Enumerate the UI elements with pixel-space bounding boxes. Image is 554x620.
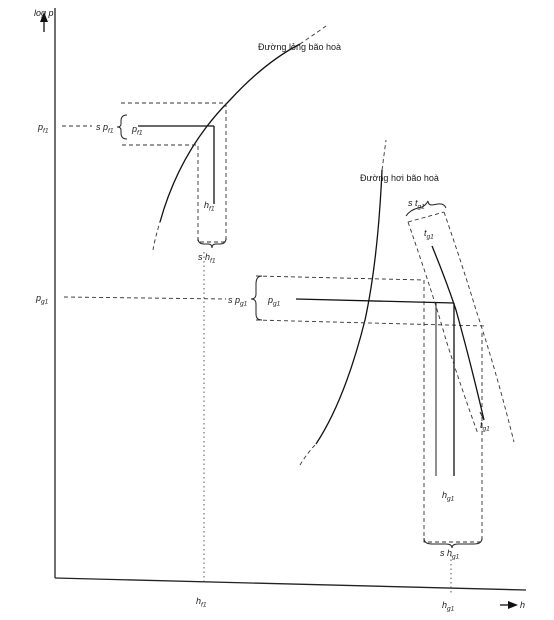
liquid-point-group — [62, 102, 227, 582]
x-axis — [54, 577, 527, 591]
saturated-liquid-curve-lower-dash — [152, 221, 161, 251]
symbol-labels: pf1 s pf1 pf1 hf1 s hf1 hf1 pg1 s pg1 pg… — [35, 122, 490, 613]
x-axis-arrow-icon — [508, 601, 518, 609]
vapor-point-group — [63, 200, 515, 595]
sh-g1-brace — [423, 537, 483, 549]
st-g1-band-top — [407, 211, 445, 223]
t-g1-top-label: tg1 — [424, 228, 434, 241]
sp-f1-label: s pf1 — [96, 122, 114, 135]
y-axis-arrow-icon — [40, 12, 48, 22]
sp-f1-box-top — [121, 102, 227, 243]
t-g1-line — [431, 245, 485, 421]
saturated-liquid-label: Đường lỏng bão hoà — [258, 42, 341, 52]
p-f1-box-label: pf1 — [131, 124, 143, 137]
sp-g1-box-bottom — [255, 319, 487, 327]
saturated-vapor-curve-upper-dash — [381, 139, 387, 171]
saturated-liquid-curve-line — [159, 43, 301, 223]
p-f1-axis-label: pf1 — [37, 122, 49, 135]
t-g1-end-tick — [479, 411, 485, 421]
p-g1-axis-label: pg1 — [35, 293, 49, 306]
st-g1-label: s tg1 — [408, 198, 425, 211]
sp-g1-box — [255, 275, 425, 281]
h-g1-box-label: hg1 — [442, 490, 455, 503]
saturated-liquid-curve-upper-dash — [299, 25, 327, 45]
y-axis-label: log p — [34, 8, 54, 18]
st-g1-band-right — [443, 211, 515, 443]
saturated-vapor-curve: Đường hơi bão hoà — [299, 139, 439, 466]
sp-f1-brace — [116, 114, 128, 140]
h-f1-box-label: hf1 — [204, 200, 215, 213]
sp-g1-brace — [250, 275, 263, 321]
sp-g1-label: s pg1 — [228, 295, 248, 308]
st-g1-brace — [405, 200, 447, 217]
p-g1-guide-line — [63, 296, 227, 300]
h-g1-axis-label: hg1 — [442, 600, 455, 613]
sh-f1-brace — [197, 237, 227, 249]
p-g1-line — [295, 298, 455, 304]
saturated-vapor-label: Đường hơi bão hoà — [360, 173, 439, 183]
p-g1-box-label: pg1 — [267, 295, 281, 308]
saturated-vapor-curve-line — [315, 169, 383, 445]
saturated-vapor-curve-lower-dash — [299, 443, 317, 466]
st-g1-band-left — [407, 221, 479, 435]
axes: log p h — [34, 8, 527, 610]
x-axis-label: h — [520, 600, 525, 610]
sh-g1-label: s hg1 — [440, 548, 460, 561]
t-g1-bottom-label: tg1 — [480, 420, 490, 433]
h-f1-axis-label: hf1 — [196, 596, 207, 609]
saturated-liquid-curve: Đường lỏng bão hoà — [152, 25, 341, 251]
sh-g1-box — [423, 280, 483, 543]
sh-f1-label: s hf1 — [198, 252, 216, 265]
